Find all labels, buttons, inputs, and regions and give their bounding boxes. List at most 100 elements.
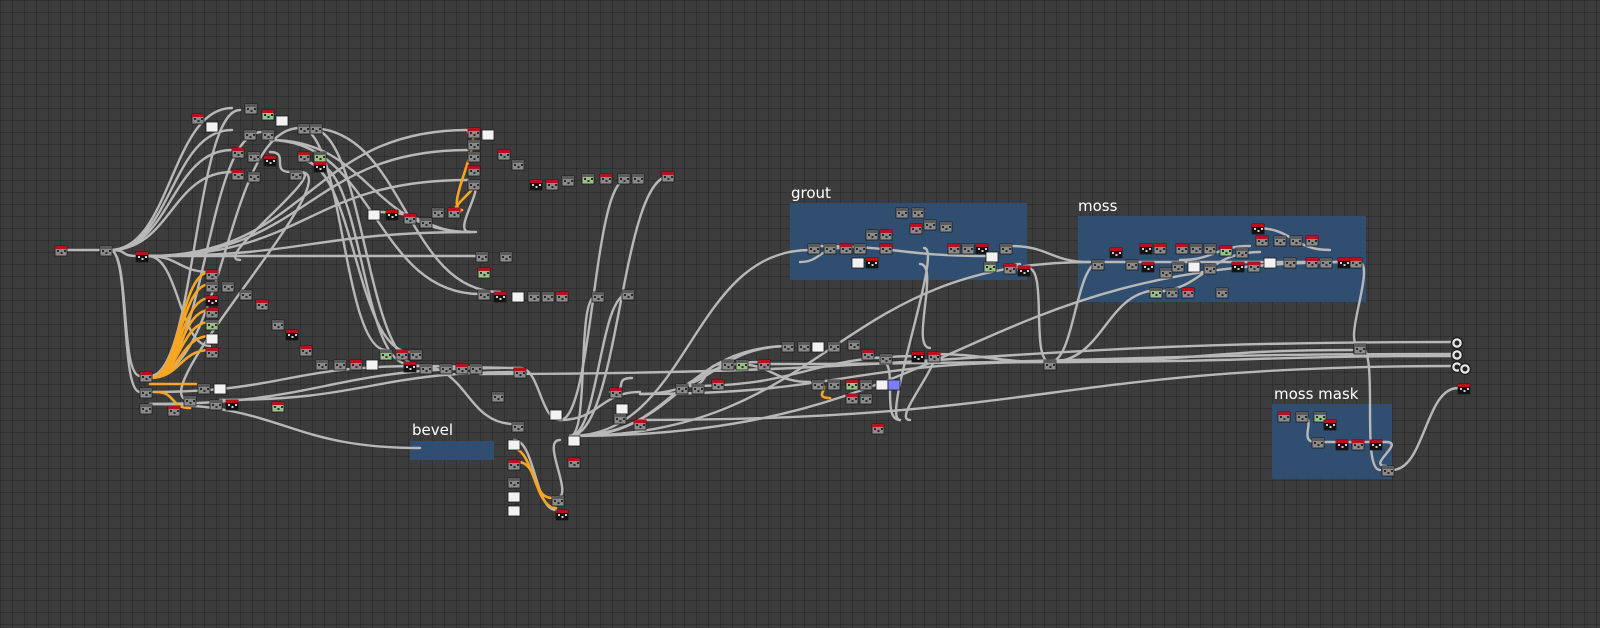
node-wire[interactable] (568, 292, 630, 438)
graph-node[interactable] (1215, 287, 1229, 299)
graph-node[interactable] (447, 207, 461, 219)
graph-node[interactable] (275, 115, 289, 127)
graph-node[interactable] (135, 251, 149, 263)
graph-node[interactable] (1450, 336, 1464, 350)
graph-node[interactable] (861, 349, 875, 361)
graph-node[interactable] (845, 393, 859, 405)
graph-node[interactable] (367, 209, 381, 221)
graph-node[interactable] (599, 173, 613, 185)
graph-node[interactable] (879, 243, 893, 255)
graph-node[interactable] (1337, 257, 1351, 269)
graph-node[interactable] (493, 291, 507, 303)
graph-node[interactable] (467, 127, 481, 139)
graph-node[interactable] (511, 421, 525, 433)
graph-node[interactable] (541, 291, 555, 303)
graph-node[interactable] (1171, 261, 1185, 273)
node-wire[interactable] (638, 364, 1462, 422)
graph-node[interactable] (409, 349, 423, 361)
graph-node[interactable] (1219, 245, 1233, 257)
graph-node[interactable] (271, 319, 285, 331)
frame-bevel[interactable] (410, 441, 494, 460)
graph-node[interactable] (735, 359, 749, 371)
graph-node[interactable] (947, 243, 961, 255)
graph-node[interactable] (1181, 287, 1195, 299)
graph-node[interactable] (289, 169, 303, 181)
graph-node[interactable] (507, 477, 521, 489)
graph-node[interactable] (1149, 287, 1163, 299)
graph-node[interactable] (853, 243, 867, 255)
graph-node[interactable] (1458, 362, 1472, 376)
graph-node[interactable] (403, 213, 417, 225)
graph-node[interactable] (865, 229, 879, 241)
graph-node[interactable] (507, 505, 521, 517)
graph-node[interactable] (205, 121, 219, 133)
graph-node[interactable] (197, 383, 211, 395)
node-wire[interactable] (308, 126, 502, 294)
graph-node[interactable] (887, 379, 901, 391)
graph-node[interactable] (225, 399, 239, 411)
graph-node[interactable] (631, 173, 645, 185)
node-wire[interactable] (180, 170, 310, 402)
graph-node[interactable] (313, 161, 327, 173)
node-wire[interactable] (918, 262, 932, 350)
graph-node[interactable] (315, 359, 329, 371)
graph-node[interactable] (419, 217, 433, 229)
graph-node[interactable] (271, 401, 285, 413)
graph-node[interactable] (1263, 257, 1277, 269)
graph-node[interactable] (1203, 243, 1217, 255)
graph-node[interactable] (865, 257, 879, 269)
node-wire[interactable] (1379, 440, 1393, 468)
graph-node[interactable] (879, 229, 893, 241)
graph-node[interactable] (895, 207, 909, 219)
graph-node[interactable] (513, 367, 527, 379)
node-wire[interactable] (154, 390, 192, 410)
graph-node[interactable] (1349, 257, 1363, 269)
node-wire[interactable] (148, 402, 422, 450)
graph-node[interactable] (299, 345, 313, 357)
graph-node[interactable] (507, 439, 521, 451)
graph-node[interactable] (205, 295, 219, 307)
graph-node[interactable] (431, 207, 445, 219)
node-wire[interactable] (1048, 354, 1460, 364)
graph-node[interactable] (221, 281, 235, 293)
node-wire[interactable] (146, 178, 470, 258)
node-wire[interactable] (418, 364, 516, 426)
node-wire[interactable] (146, 148, 470, 258)
graph-node[interactable] (455, 363, 469, 375)
graph-node[interactable] (871, 423, 885, 435)
graph-node[interactable] (567, 435, 581, 447)
graph-node[interactable] (1109, 247, 1123, 259)
graph-node[interactable] (507, 459, 521, 471)
graph-node[interactable] (1203, 263, 1217, 275)
node-wire[interactable] (1008, 244, 1092, 264)
graph-node[interactable] (1141, 261, 1155, 273)
graph-node[interactable] (205, 269, 219, 281)
graph-node[interactable] (581, 173, 595, 185)
graph-node[interactable] (1289, 235, 1303, 247)
graph-node[interactable] (1311, 437, 1325, 449)
graph-node[interactable] (507, 491, 521, 503)
graph-node[interactable] (691, 383, 705, 395)
graph-node[interactable] (244, 103, 258, 115)
graph-node[interactable] (549, 409, 563, 421)
graph-node[interactable] (349, 359, 363, 371)
graph-node[interactable] (1187, 261, 1201, 273)
graph-node[interactable] (139, 371, 153, 383)
graph-node[interactable] (243, 129, 257, 141)
graph-node[interactable] (1273, 235, 1287, 247)
graph-node[interactable] (205, 281, 219, 293)
graph-node[interactable] (561, 175, 575, 187)
graph-node[interactable] (661, 171, 675, 183)
graph-node[interactable] (54, 245, 68, 257)
graph-node[interactable] (205, 333, 219, 345)
graph-node[interactable] (1175, 243, 1189, 255)
graph-node[interactable] (1381, 465, 1395, 477)
frame-title-grout[interactable]: grout (791, 184, 831, 202)
graph-node[interactable] (1305, 235, 1319, 247)
graph-node[interactable] (511, 159, 525, 171)
node-wire[interactable] (516, 460, 554, 500)
node-wire[interactable] (148, 348, 212, 380)
graph-node[interactable] (403, 361, 417, 373)
graph-node[interactable] (555, 509, 569, 521)
